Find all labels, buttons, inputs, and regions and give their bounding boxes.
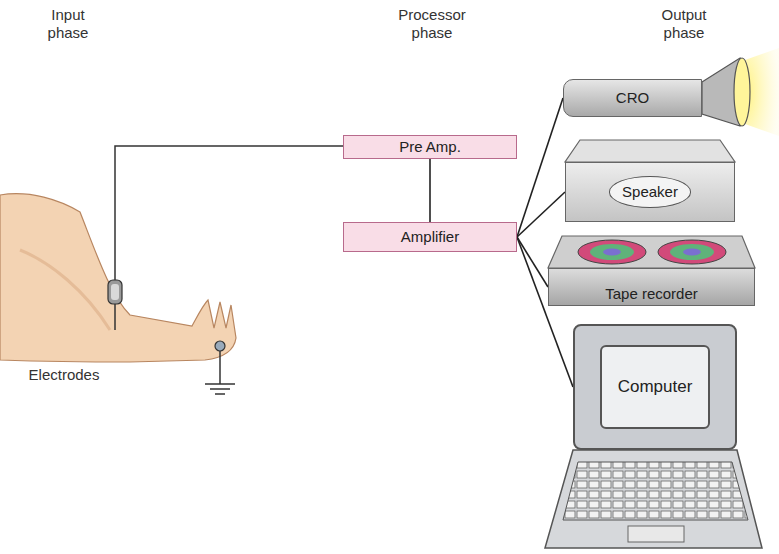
cro-device: CRO [563,79,702,117]
phase-heading: Input phase [38,6,98,42]
process-box: Amplifier [343,222,517,252]
ground-electrode [215,341,225,351]
electrode-wire [115,146,343,282]
cro-screen [734,58,750,126]
tape-recorder-device: Tape recorder [548,268,755,306]
keyboard [545,450,762,548]
tape-reel [658,240,726,264]
node-label: CRO [616,89,649,106]
speaker-device: Speaker [565,162,735,222]
part-label: Electrodes [12,366,116,384]
ground-wire [219,351,221,384]
tape-reel [578,240,646,264]
computer-monitor: Computer [573,324,737,450]
node-label: Pre Amp. [399,138,461,155]
speaker-top [565,140,735,162]
tape-reel [683,249,701,256]
phase-heading: Processor phase [388,6,476,42]
tape-reel [590,244,634,260]
ground-symbol [215,393,225,395]
phase-heading: Output phase [652,6,716,42]
keyboard-keys [563,462,748,520]
ground-symbol [210,388,230,390]
process-box: Pre Amp. [343,135,517,159]
connector-line [517,192,565,237]
connector-line [517,237,573,387]
node-label: Computer [600,345,711,429]
node-label: Tape recorder [605,285,698,302]
arm [0,194,236,362]
electrode [108,280,122,304]
tape-reel [603,249,621,256]
node-label: Amplifier [401,228,459,245]
arm-shade [20,250,110,330]
tape-top [548,236,755,268]
tape-reel [670,244,714,260]
electrode [111,284,119,300]
keyboard-trackpad [628,526,684,542]
node-label: Speaker [609,176,691,207]
ground-symbol [205,383,235,385]
connector-line [429,159,431,222]
electrode-wire [114,302,116,330]
